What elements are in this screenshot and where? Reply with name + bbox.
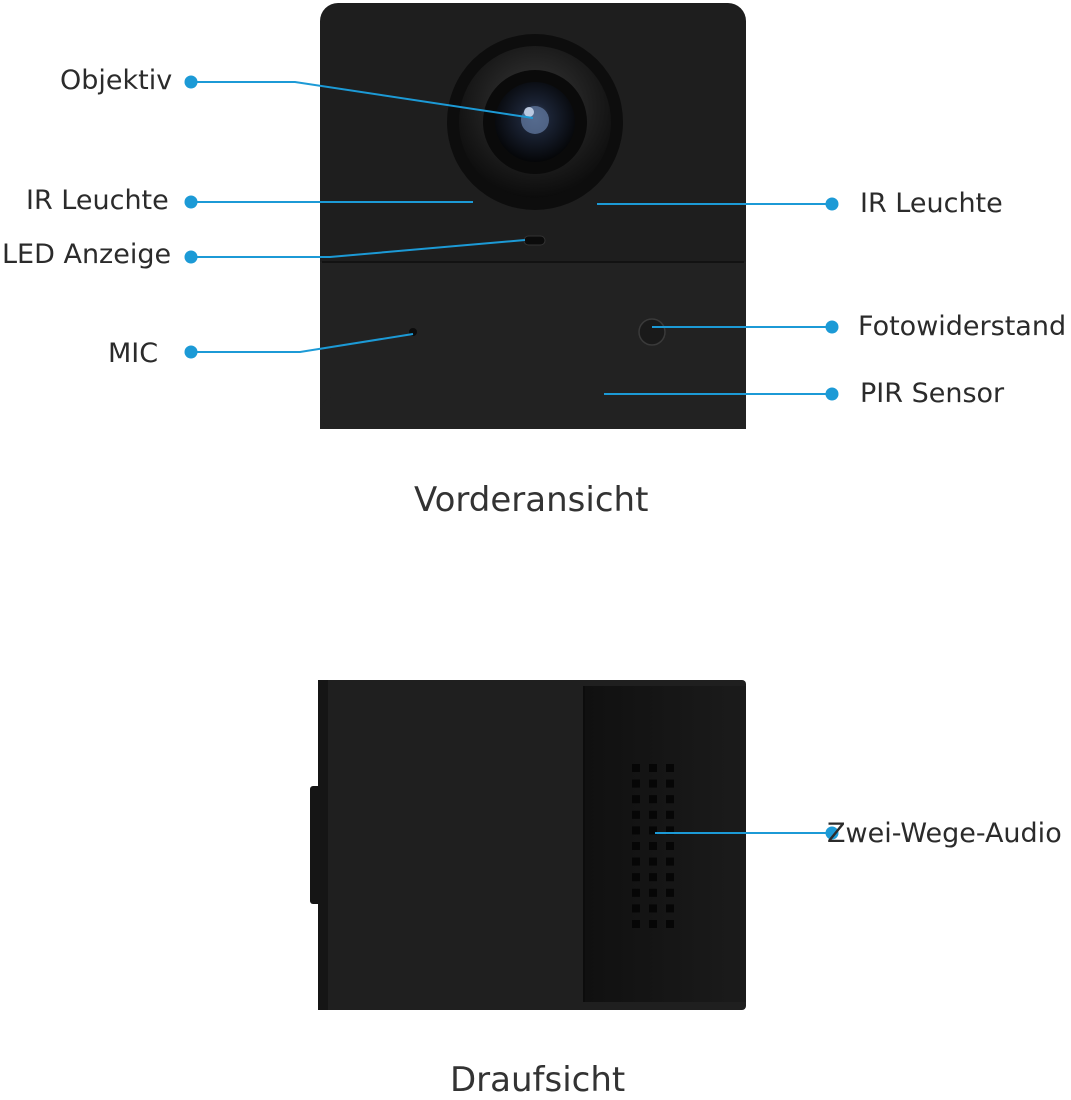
label-pir-sensor: PIR Sensor bbox=[860, 378, 1005, 409]
speaker-hole bbox=[649, 920, 657, 928]
speaker-grille bbox=[632, 764, 674, 928]
label-zwei-wege-audio: Zwei-Wege-Audio bbox=[827, 818, 1062, 849]
speaker-hole bbox=[632, 888, 640, 897]
label-objektiv: Objektiv bbox=[60, 65, 173, 96]
caption-top-view: Draufsicht bbox=[450, 1060, 626, 1100]
speaker-hole bbox=[666, 764, 674, 772]
speaker-hole bbox=[666, 842, 674, 850]
speaker-hole bbox=[666, 920, 674, 928]
speaker-hole bbox=[666, 888, 674, 897]
speaker-hole bbox=[632, 779, 640, 788]
callout-dot-ir-left bbox=[184, 195, 198, 209]
top-view-device bbox=[310, 680, 746, 1010]
callout-dot-ir-right bbox=[825, 197, 839, 211]
speaker-hole bbox=[632, 873, 640, 882]
speaker-hole bbox=[632, 904, 640, 913]
speaker-hole bbox=[666, 810, 674, 819]
callout-line-led bbox=[191, 239, 526, 258]
speaker-hole bbox=[666, 857, 674, 866]
callout-dot-audio bbox=[825, 826, 839, 840]
photoresistor bbox=[638, 318, 666, 346]
speaker-hole bbox=[649, 810, 657, 819]
speaker-hole bbox=[649, 795, 657, 804]
speaker-hole bbox=[632, 857, 640, 866]
speaker-hole bbox=[649, 826, 657, 835]
speaker-hole bbox=[649, 904, 657, 913]
speaker-hole bbox=[666, 873, 674, 882]
speaker-hole bbox=[649, 888, 657, 897]
speaker-hole bbox=[649, 842, 657, 850]
label-ir-leuchte-right: IR Leuchte bbox=[860, 188, 1003, 219]
speaker-hole bbox=[632, 920, 640, 928]
speaker-hole bbox=[649, 779, 657, 788]
speaker-hole bbox=[649, 857, 657, 866]
label-led-anzeige: LED Anzeige bbox=[2, 239, 172, 270]
speaker-hole bbox=[666, 826, 674, 835]
callout-line-objektiv bbox=[191, 81, 534, 119]
speaker-hole bbox=[649, 764, 657, 772]
speaker-hole bbox=[666, 795, 674, 804]
label-ir-leuchte-left: IR Leuchte bbox=[26, 185, 169, 216]
callout-dot-led bbox=[184, 250, 198, 264]
callout-dots bbox=[184, 75, 839, 840]
label-fotowiderstand: Fotowiderstand bbox=[858, 311, 1067, 342]
speaker-hole bbox=[666, 779, 674, 788]
speaker-hole bbox=[632, 810, 640, 819]
caption-front-view: Vorderansicht bbox=[414, 480, 649, 520]
speaker-hole bbox=[666, 904, 674, 913]
callout-lines bbox=[191, 81, 832, 834]
led-indicator bbox=[523, 235, 546, 246]
label-mic: MIC bbox=[108, 338, 159, 369]
speaker-hole bbox=[632, 826, 640, 835]
speaker-hole bbox=[632, 764, 640, 772]
callout-dot-objektiv bbox=[184, 75, 198, 89]
speaker-panel bbox=[584, 686, 746, 1002]
callout-line-mic bbox=[191, 333, 414, 353]
speaker-hole bbox=[649, 873, 657, 882]
callout-dot-mic bbox=[184, 345, 198, 359]
callout-dot-foto bbox=[825, 320, 839, 334]
front-view-device bbox=[320, 3, 746, 429]
callout-dot-pir bbox=[825, 387, 839, 401]
speaker-hole bbox=[632, 842, 640, 850]
speaker-hole bbox=[632, 795, 640, 804]
